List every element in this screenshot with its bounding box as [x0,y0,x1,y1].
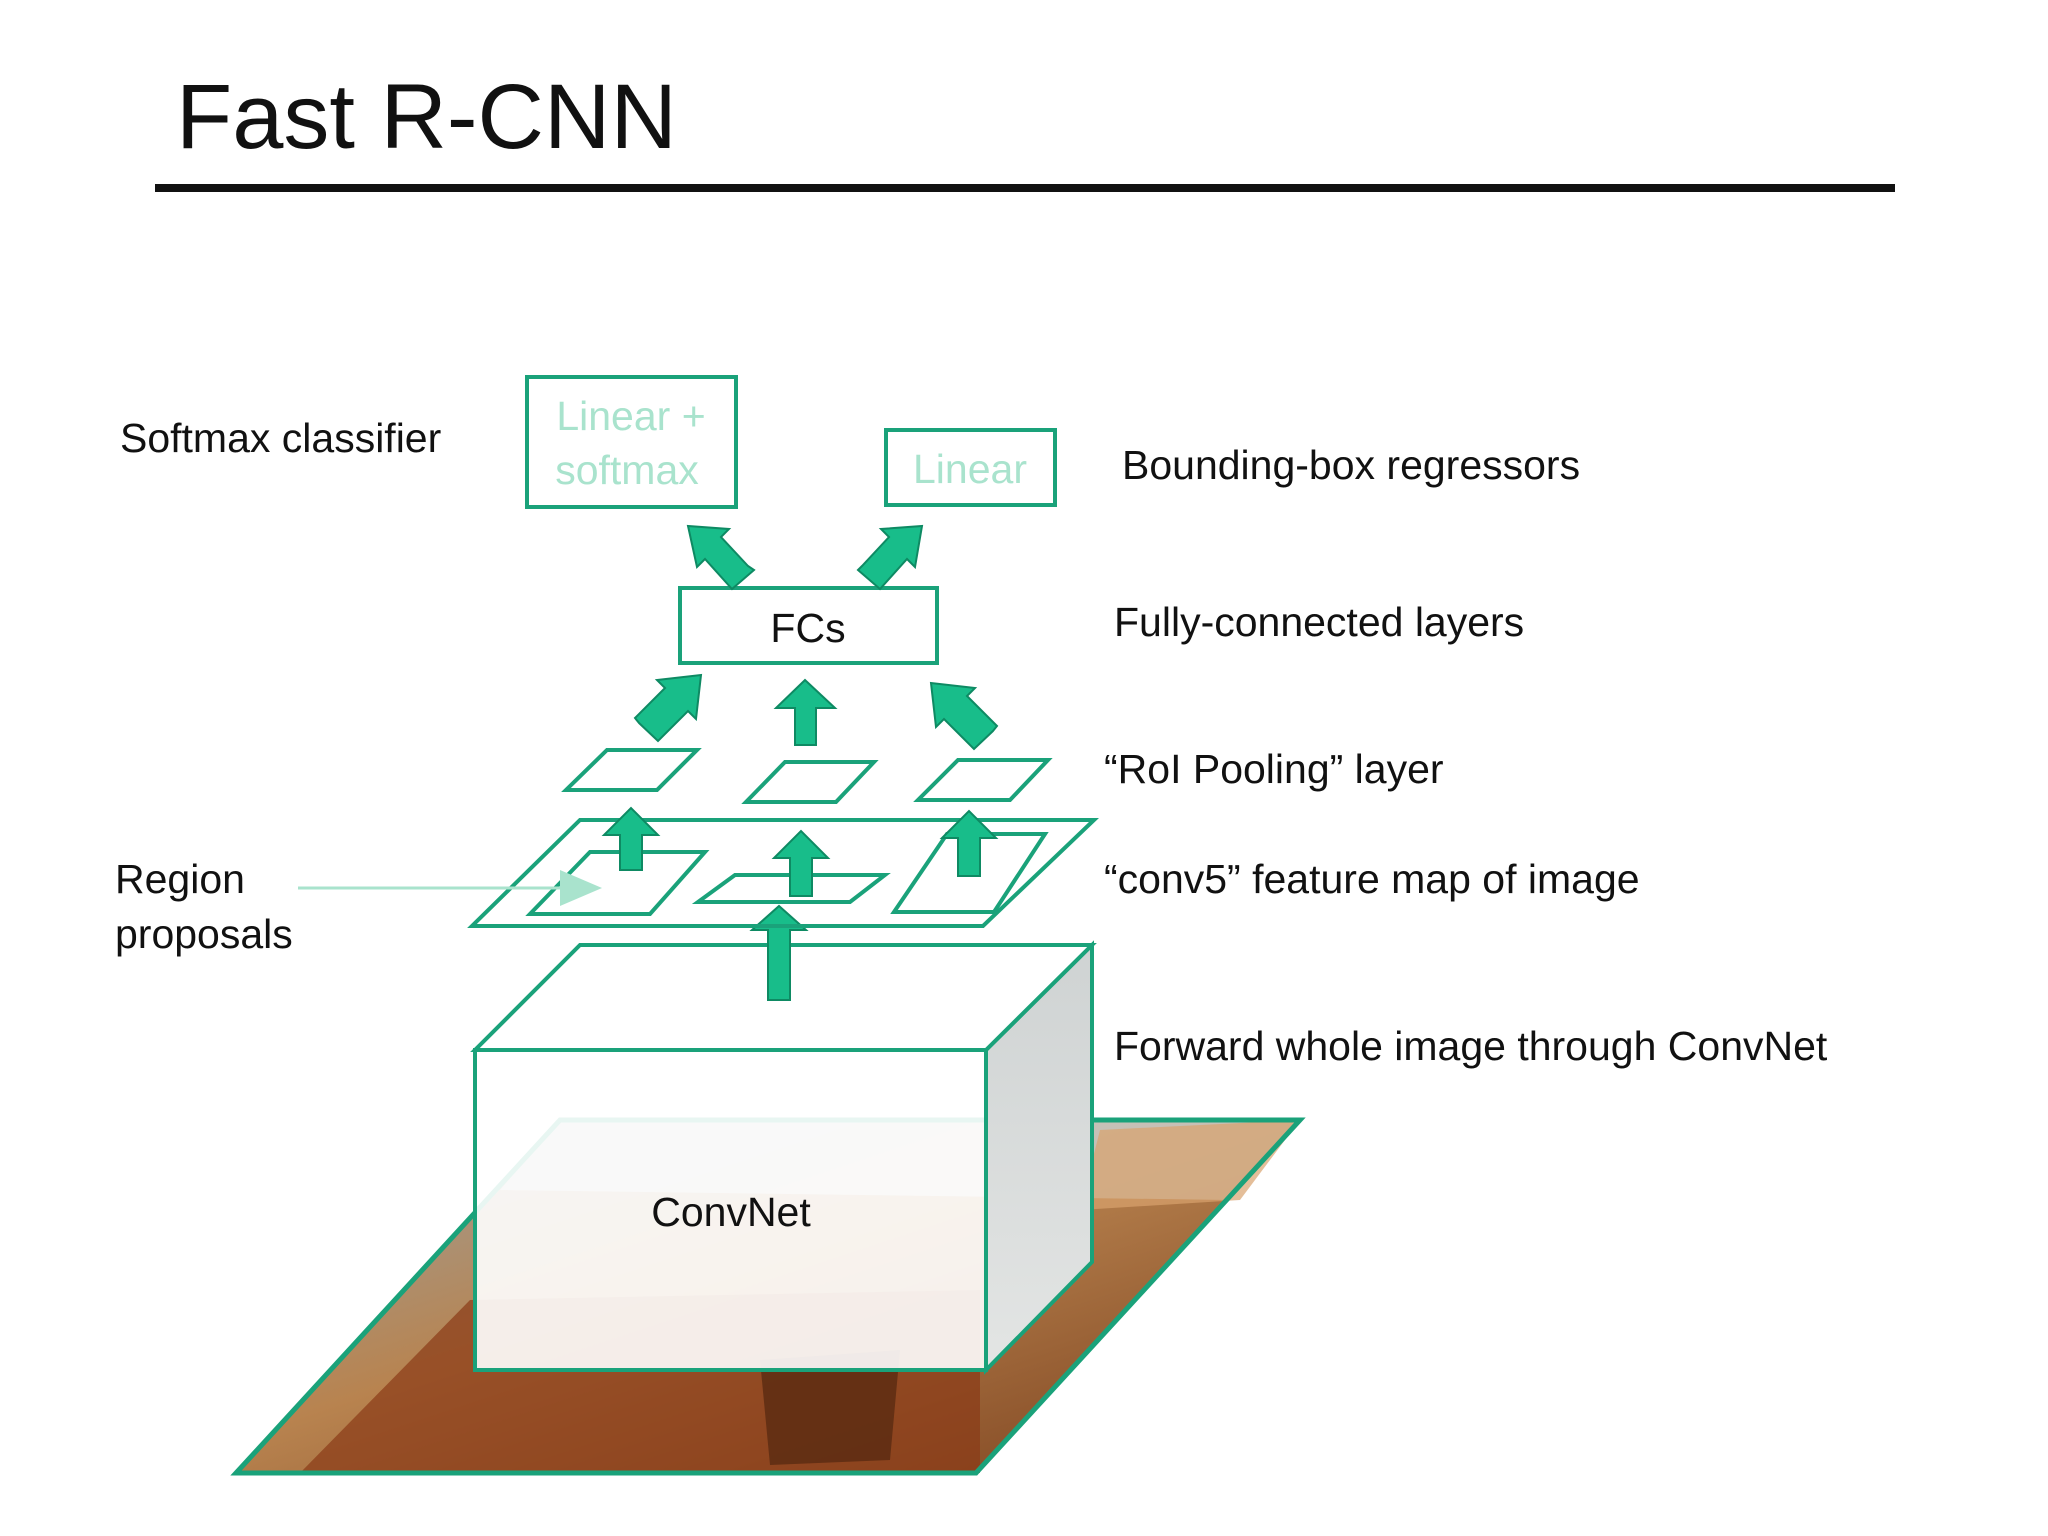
forward-label: Forward whole image through ConvNet [1114,1023,1828,1069]
diagonal-arrow-icon [929,681,999,751]
softmax-classifier-label: Softmax classifier [120,415,441,461]
linear-label: Linear [913,446,1027,492]
roi-pooling-label: “RoI Pooling” layer [1104,746,1444,792]
linear-softmax-box: Linear + softmax [525,375,738,509]
up-arrow-icon [773,678,838,746]
fcs-label: FCs [770,605,845,651]
up-arrow-icon [771,829,831,897]
fcs-box: FCs [678,586,939,665]
fc-layers-label: Fully-connected layers [1114,599,1524,645]
slide-title: Fast R-CNN [176,66,677,168]
title-underline [155,184,1895,192]
region-proposals-line1: Region [115,856,245,902]
diagonal-arrow-icon [686,524,756,591]
linear-softmax-line2: softmax [555,447,699,493]
roi-pooling-layer [561,748,1053,804]
diagonal-arrow-icon [633,673,703,743]
up-arrow-icon [601,806,661,871]
up-arrow-icon [939,809,999,877]
convnet-block: ConvNet [470,940,1097,1375]
convnet-label: ConvNet [651,1189,811,1235]
linear-softmax-line1: Linear + [556,393,705,439]
region-proposals-line2: proposals [115,911,293,957]
linear-box: Linear [884,428,1057,507]
diagonal-arrow-icon [856,524,924,591]
conv5-label: “conv5” feature map of image [1104,856,1640,902]
bbox-regressors-label: Bounding-box regressors [1122,442,1580,488]
